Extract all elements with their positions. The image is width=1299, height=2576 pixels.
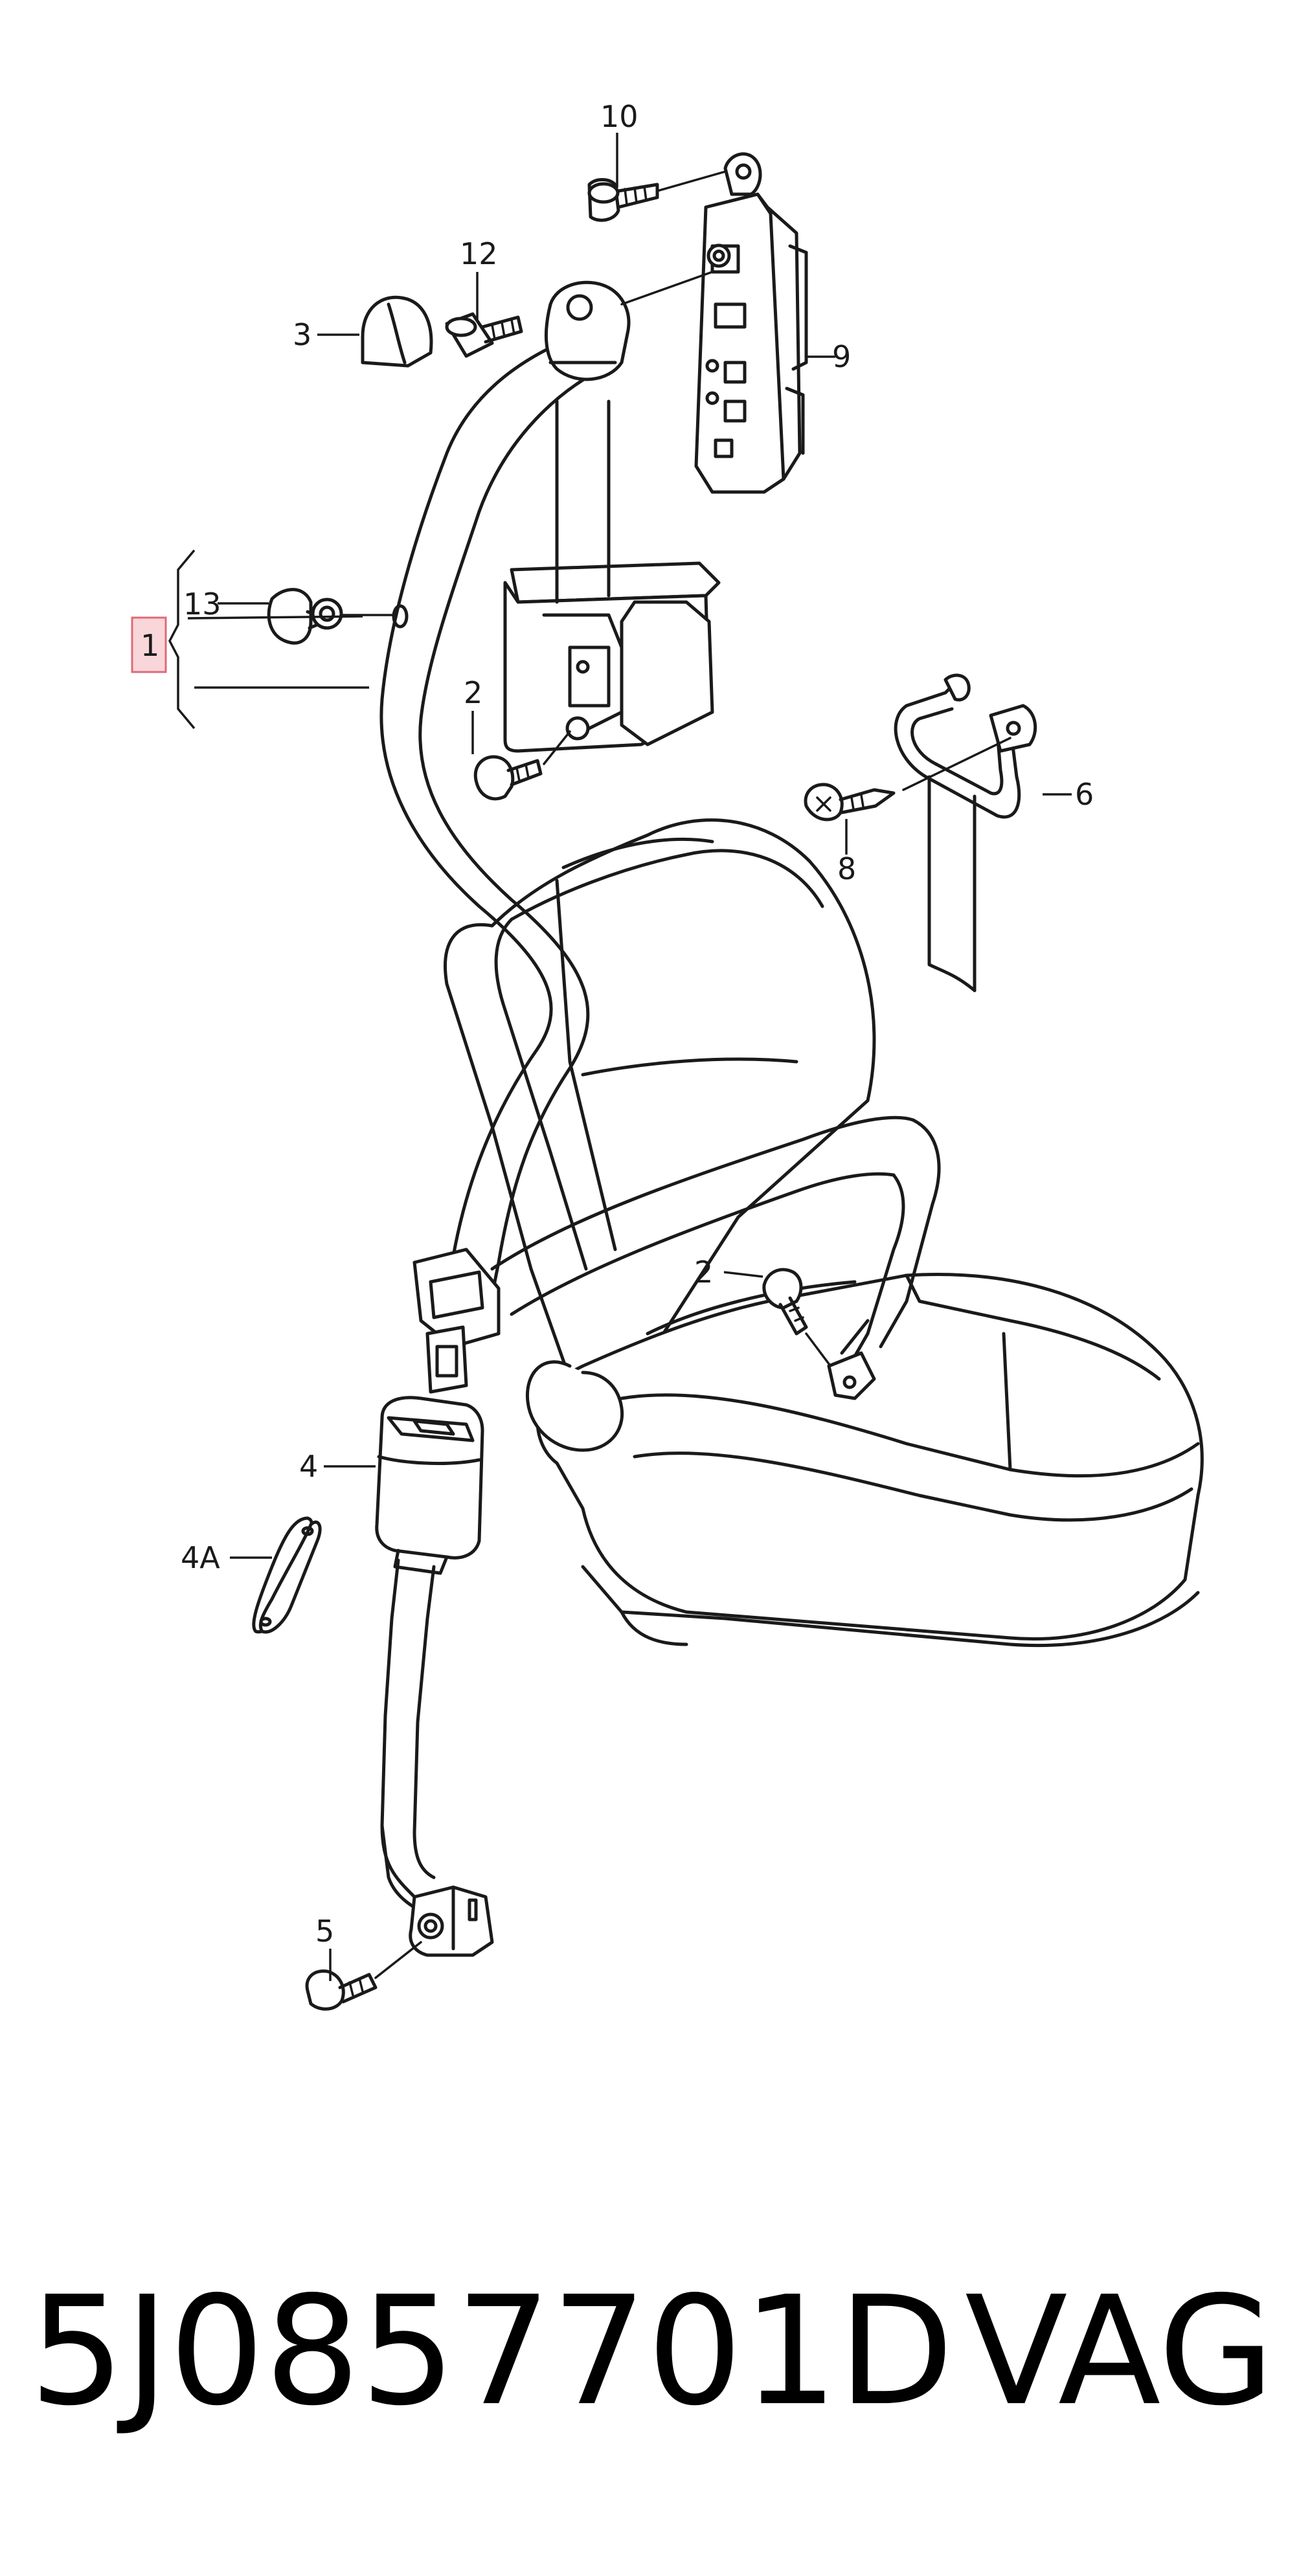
- seat-drawing: [444, 818, 1204, 1648]
- callout-1: 1: [141, 628, 159, 663]
- brand-label: VAG: [965, 2264, 1274, 2439]
- lower-anchor: [380, 1824, 494, 1957]
- callout-13: 13: [183, 587, 221, 622]
- cap-3: [361, 295, 433, 368]
- screw-8: [804, 783, 896, 822]
- part-number: 5J0857701D: [29, 2264, 954, 2439]
- group-bracket: [168, 549, 196, 730]
- buckle-4: [375, 1396, 484, 1899]
- callout-4a: 4A: [181, 1540, 220, 1575]
- bolt-2-lower: [762, 1268, 876, 1400]
- belt-retractor: [503, 280, 721, 753]
- callout-5: 5: [315, 1914, 334, 1949]
- plate-4a: [252, 1516, 322, 1634]
- callout-10: 10: [600, 99, 638, 134]
- callout-12: 12: [460, 236, 498, 271]
- belt-guide-6: [894, 673, 1037, 992]
- callout-6: 6: [1075, 777, 1094, 812]
- bolt-12: [445, 312, 523, 358]
- callout-3: 3: [293, 317, 311, 352]
- bolt-2-upper: [473, 730, 571, 801]
- callout-8: 8: [837, 851, 856, 886]
- leader-lines: [218, 133, 1072, 1981]
- height-adjuster-rail: [620, 152, 808, 494]
- bolt-10: [587, 170, 727, 222]
- callout-4: 4: [299, 1449, 318, 1484]
- callout-2-upper: 2: [464, 675, 482, 710]
- callout-1-highlight: [131, 616, 167, 673]
- callout-9: 9: [832, 339, 851, 374]
- callout-2-lower: 2: [694, 1255, 713, 1290]
- bolt-5: [305, 1941, 422, 2011]
- belt-tongue: [412, 1248, 501, 1394]
